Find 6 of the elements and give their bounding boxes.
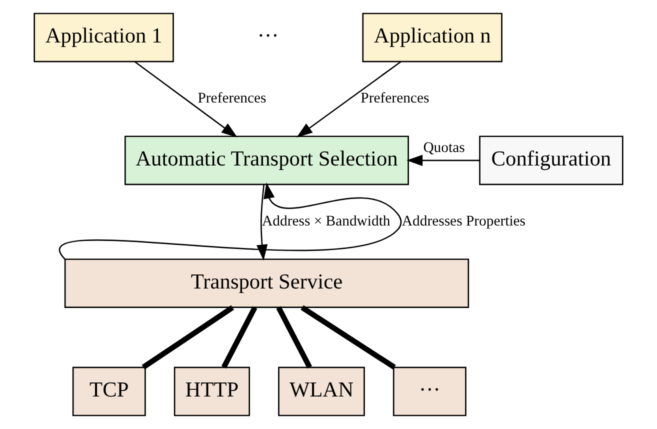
edge-label: Preferences <box>360 90 430 107</box>
edge-label: Address × Bandwidth <box>262 214 390 230</box>
label: ··· <box>257 24 279 48</box>
edge-label: Preferences <box>198 90 266 107</box>
edge-label: Addresses Properties <box>402 214 526 230</box>
edge-label: Quotas <box>423 140 465 156</box>
